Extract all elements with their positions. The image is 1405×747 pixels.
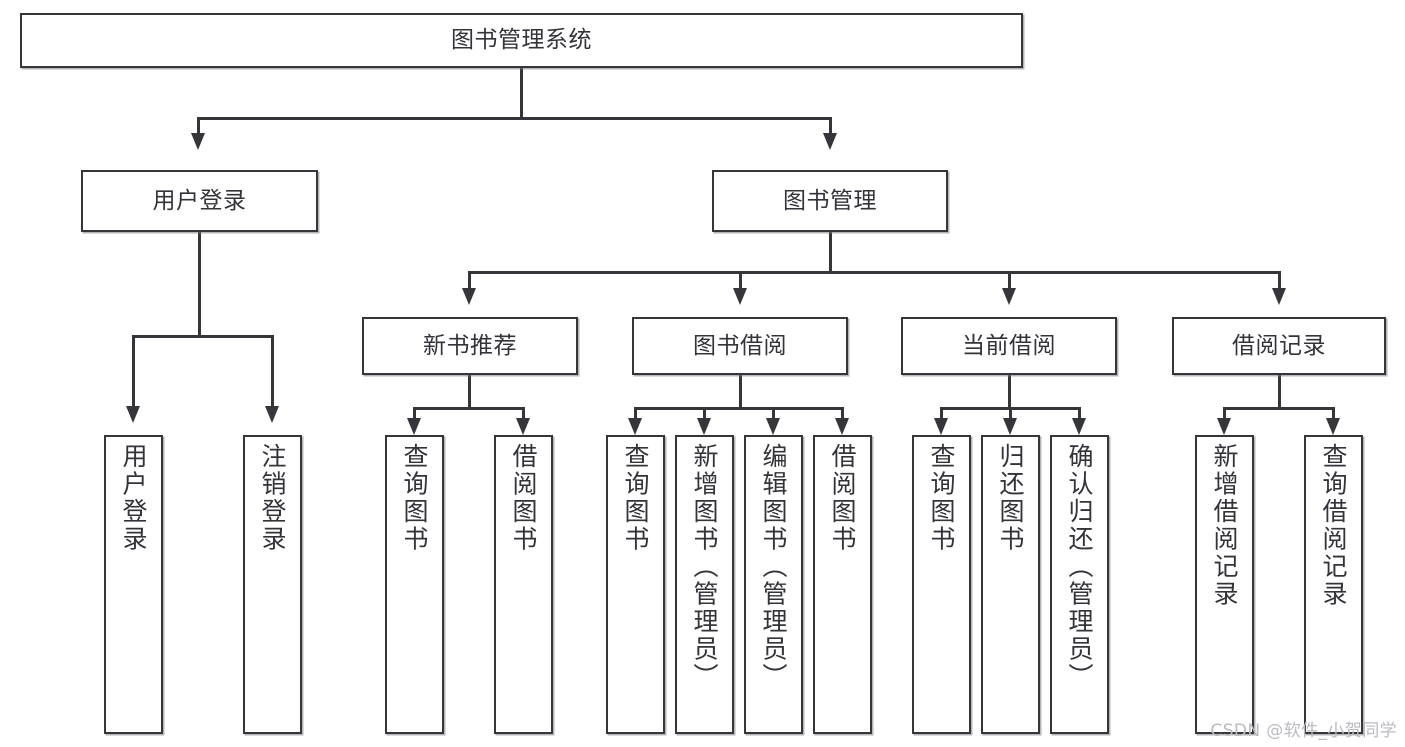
- node-book-borrow[interactable]: 图书借阅: [632, 317, 848, 375]
- connector-recommend-drop-1: [413, 407, 416, 419]
- connector-book-manage-stem: [829, 232, 832, 272]
- node-label: 借阅图书: [509, 443, 538, 553]
- arrow-to-current-borrow: [1002, 288, 1016, 305]
- connector-level2-drop-1: [468, 271, 471, 289]
- arrow-to-leaf-query-record: [1326, 418, 1340, 435]
- node-borrow-record[interactable]: 借阅记录: [1172, 317, 1386, 375]
- arrow-to-leaf-borrow-book-recommend: [516, 418, 530, 435]
- node-label: 图书管理系统: [451, 27, 592, 54]
- connector-user-login-stem: [198, 232, 201, 336]
- leaf-borrow-book-recommend[interactable]: 借阅图书: [494, 435, 553, 734]
- connector-root-stem: [520, 68, 523, 118]
- connector-borrow-drop-2: [703, 407, 706, 419]
- leaf-query-record[interactable]: 查询借阅记录: [1304, 435, 1363, 734]
- arrow-to-leaf-confirm-return: [1072, 418, 1086, 435]
- node-label: 借阅记录: [1232, 332, 1326, 359]
- arrow-to-new-book-recommend: [462, 288, 476, 305]
- connector-recommend-stem: [468, 375, 471, 408]
- node-label: 查询图书: [621, 443, 650, 553]
- connector-borrow-stem: [739, 375, 742, 408]
- connector-user-login-bus: [133, 335, 273, 338]
- node-label: 归还图书: [996, 443, 1025, 553]
- node-label: 借阅图书: [828, 443, 857, 553]
- node-user-login[interactable]: 用户登录: [81, 170, 318, 232]
- arrow-to-leaf-logout: [265, 406, 279, 423]
- connector-current-stem: [1008, 375, 1011, 408]
- node-label: 查询图书: [927, 443, 956, 553]
- connector-recommend-bus: [414, 407, 524, 410]
- connector-borrow-bus: [635, 407, 843, 410]
- connector-current-drop-1: [940, 407, 943, 419]
- node-label: 确认归还（管理员）: [1065, 443, 1094, 691]
- arrow-to-leaf-borrow-book: [835, 418, 849, 435]
- node-label: 用户登录: [152, 187, 247, 214]
- connector-record-bus: [1224, 407, 1334, 410]
- arrow-to-leaf-return-book: [1003, 418, 1017, 435]
- node-label: 注销登录: [258, 443, 287, 553]
- connector-current-drop-2: [1009, 407, 1012, 419]
- leaf-query-book-borrow[interactable]: 查询图书: [606, 435, 665, 734]
- node-label: 新增图书（管理员）: [690, 443, 719, 691]
- arrow-to-user-login: [191, 133, 205, 150]
- connector-borrow-drop-3: [772, 407, 775, 419]
- node-label: 图书管理: [783, 187, 877, 214]
- connector-level2-bus: [469, 271, 1280, 274]
- connector-level2-drop-2: [739, 271, 742, 289]
- connector-level1-drop-right: [829, 117, 832, 135]
- connector-level2-drop-3: [1008, 271, 1011, 289]
- arrow-to-leaf-query-book-recommend: [407, 418, 421, 435]
- node-label: 当前借阅: [962, 332, 1056, 359]
- leaf-return-book[interactable]: 归还图书: [981, 435, 1040, 734]
- node-book-manage[interactable]: 图书管理: [712, 170, 948, 232]
- node-label: 新书推荐: [423, 332, 517, 359]
- connector-user-login-drop-2: [271, 335, 274, 407]
- leaf-edit-book[interactable]: 编辑图书（管理员）: [744, 435, 803, 734]
- node-label: 编辑图书（管理员）: [759, 443, 788, 691]
- leaf-logout[interactable]: 注销登录: [243, 435, 302, 734]
- node-label: 图书借阅: [693, 332, 787, 359]
- connector-borrow-drop-4: [841, 407, 844, 419]
- leaf-add-record[interactable]: 新增借阅记录: [1195, 435, 1254, 734]
- arrow-to-leaf-edit-book: [766, 418, 780, 435]
- leaf-query-book-recommend[interactable]: 查询图书: [385, 435, 444, 734]
- leaf-confirm-return[interactable]: 确认归还（管理员）: [1050, 435, 1109, 734]
- arrow-to-leaf-add-record: [1217, 418, 1231, 435]
- connector-level1-drop-left: [197, 117, 200, 135]
- node-label: 新增借阅记录: [1210, 443, 1239, 608]
- leaf-user-login[interactable]: 用户登录: [104, 435, 163, 734]
- arrow-to-leaf-query-book-current: [934, 418, 948, 435]
- arrow-to-leaf-user-login: [126, 406, 140, 423]
- node-label: 查询图书: [400, 443, 429, 553]
- leaf-borrow-book[interactable]: 借阅图书: [813, 435, 872, 734]
- arrow-to-book-manage: [823, 133, 837, 150]
- node-root-system[interactable]: 图书管理系统: [20, 13, 1023, 68]
- leaf-query-book-current[interactable]: 查询图书: [912, 435, 971, 734]
- node-label: 用户登录: [119, 443, 148, 553]
- connector-user-login-drop-1: [132, 335, 135, 407]
- arrow-to-leaf-add-book: [697, 418, 711, 435]
- connector-borrow-drop-1: [634, 407, 637, 419]
- connector-current-drop-3: [1078, 407, 1081, 419]
- node-label: 查询借阅记录: [1319, 443, 1348, 608]
- node-current-borrow[interactable]: 当前借阅: [901, 317, 1117, 375]
- connector-record-stem: [1278, 375, 1281, 408]
- arrow-to-borrow-record: [1272, 288, 1286, 305]
- arrow-to-book-borrow: [733, 288, 747, 305]
- watermark-text: CSDN @软件_小贺同学: [1210, 721, 1397, 741]
- arrow-to-leaf-query-book-borrow: [628, 418, 642, 435]
- connector-recommend-drop-2: [522, 407, 525, 419]
- node-new-book-recommend[interactable]: 新书推荐: [362, 317, 578, 375]
- connector-level2-drop-4: [1278, 271, 1281, 289]
- connector-record-drop-1: [1223, 407, 1226, 419]
- connector-level1-bus: [198, 117, 831, 120]
- leaf-add-book[interactable]: 新增图书（管理员）: [675, 435, 734, 734]
- connector-record-drop-2: [1332, 407, 1335, 419]
